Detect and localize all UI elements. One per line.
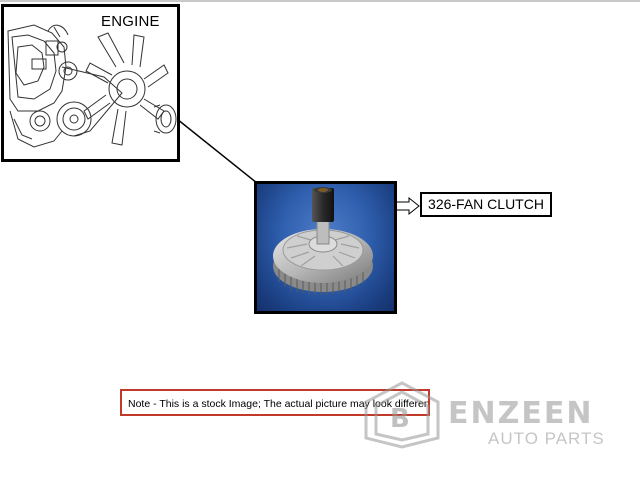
top-rule — [0, 0, 640, 2]
arrow-icon — [396, 196, 420, 216]
fan-clutch-illustration — [273, 187, 373, 295]
fan-clutch-photo — [254, 181, 397, 314]
engine-label: ENGINE — [101, 13, 160, 30]
part-label: 326-FAN CLUTCH — [420, 192, 552, 217]
engine-line-drawing — [7, 24, 177, 148]
stock-image-note: Note - This is a stock Image; The actual… — [120, 389, 430, 416]
engine-drawing-box: ENGINE — [1, 4, 180, 162]
